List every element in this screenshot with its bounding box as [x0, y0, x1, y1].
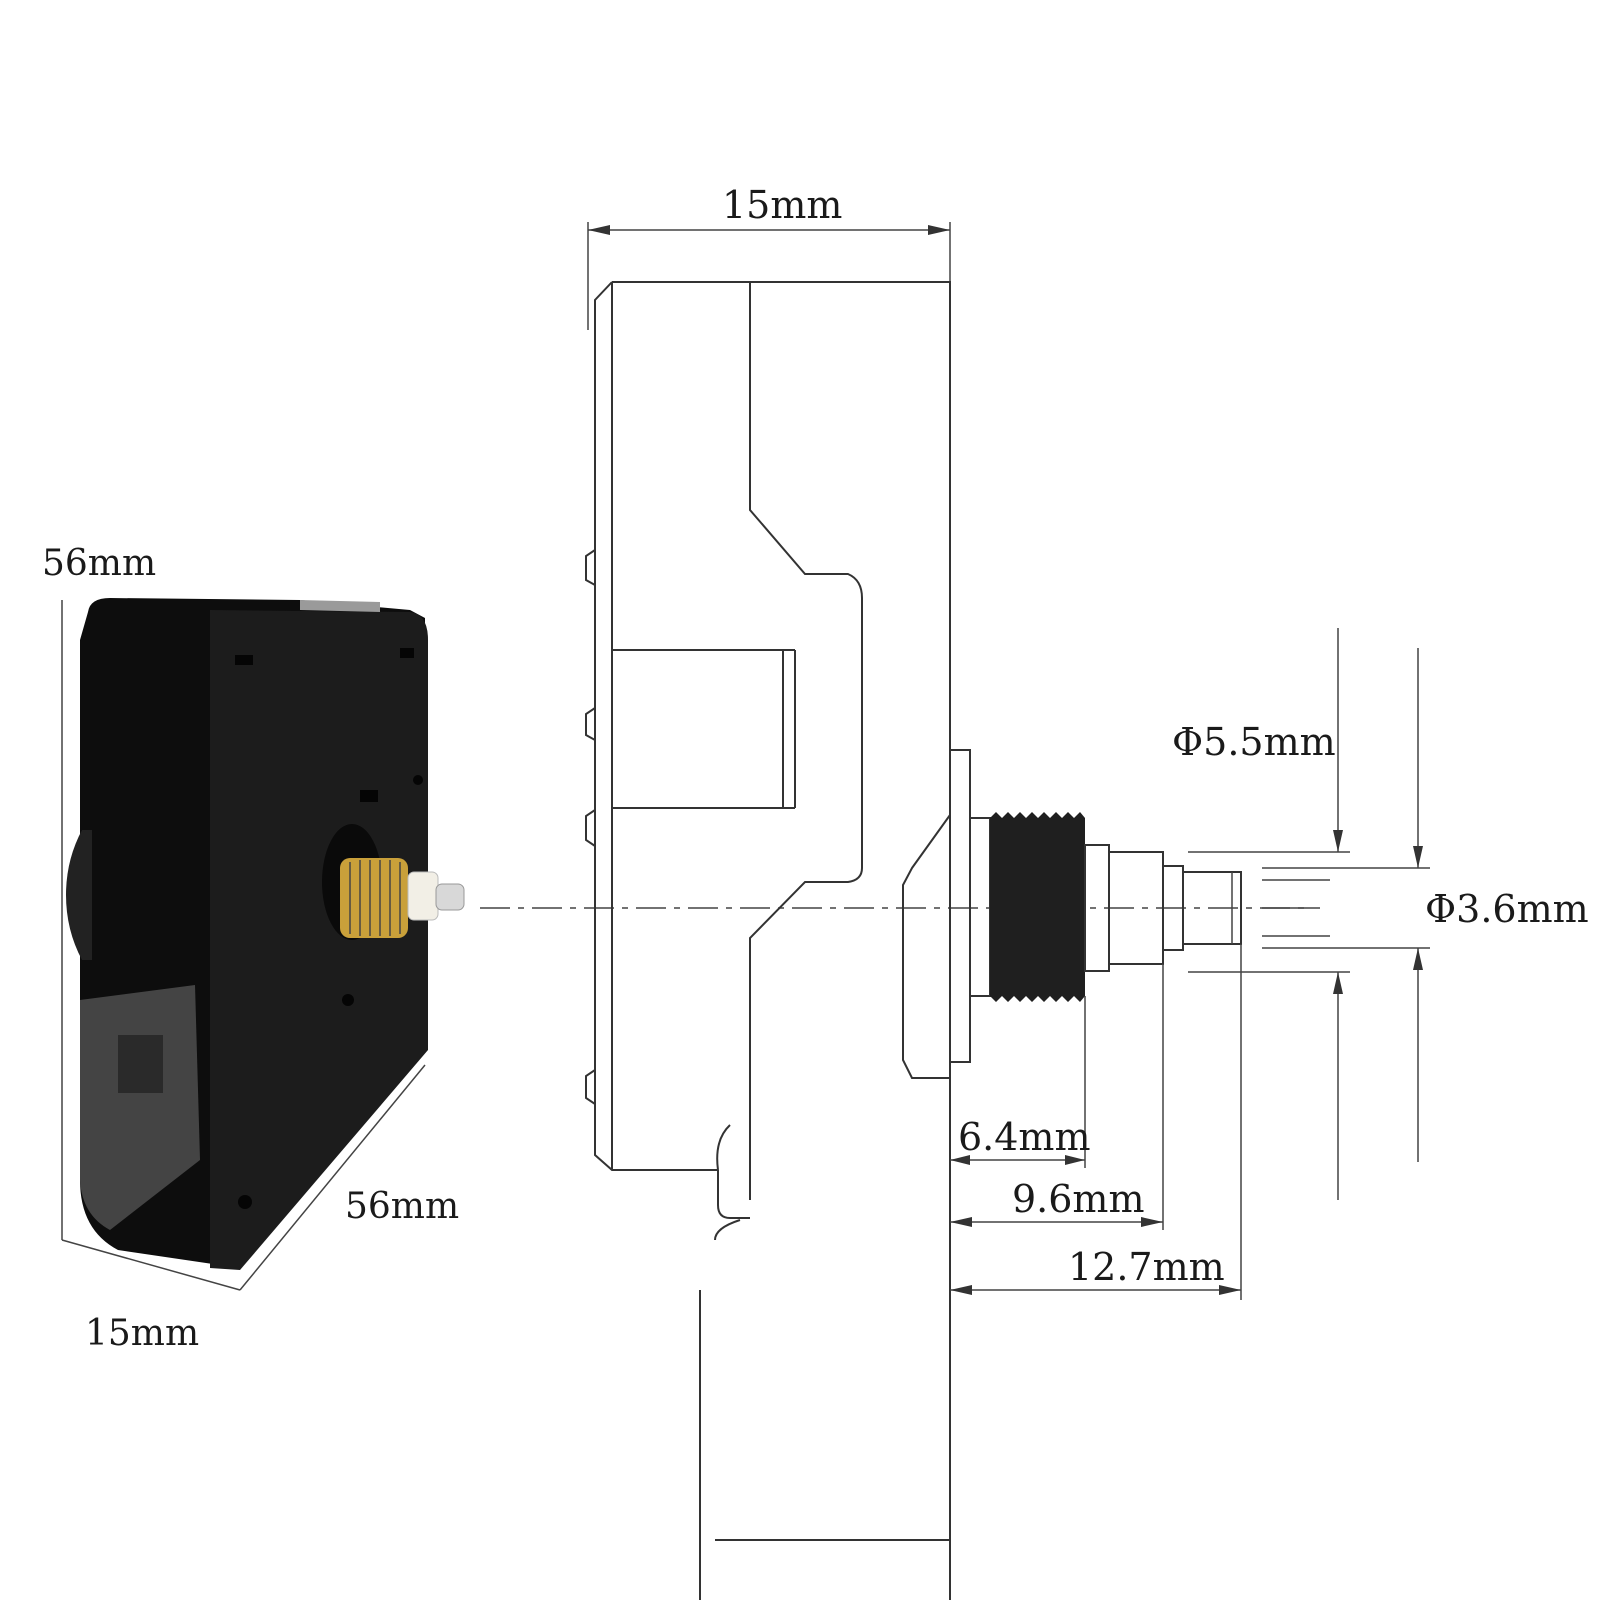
housing-front [210, 610, 428, 1270]
screw-hole-1 [413, 775, 423, 785]
photo-depth-label: 15mm [85, 1313, 199, 1354]
screw-hole-3 [238, 1195, 252, 1209]
length-6-4-label: 6.4mm [958, 1115, 1091, 1159]
outer-diameter-label: Φ5.5mm [1172, 720, 1336, 764]
slot-2 [400, 648, 414, 658]
brass-hub [340, 858, 408, 938]
movement-photo [66, 598, 465, 1270]
slot-1 [235, 655, 253, 665]
setting-wheel [66, 830, 92, 960]
photo-dimension-lines [61, 600, 426, 1291]
length-12-7-label: 12.7mm [1068, 1245, 1225, 1289]
thread-hub-drawing [990, 818, 1085, 996]
second-hand-pin [435, 883, 465, 911]
inner-diameter-label: Φ3.6mm [1425, 887, 1589, 931]
clip-window [118, 1035, 163, 1093]
housing-top-edge [300, 600, 380, 612]
screw-hole-2 [342, 994, 354, 1006]
length-9-6-label: 9.6mm [1012, 1177, 1145, 1221]
technical-drawing [585, 222, 1430, 1600]
battery-clip [80, 985, 200, 1230]
photo-width-label: 56mm [345, 1186, 459, 1227]
slot-3 [360, 790, 378, 802]
white-bushing [407, 871, 439, 921]
body-depth-label: 15mm [722, 183, 842, 227]
photo-height-label: 56mm [42, 543, 156, 584]
